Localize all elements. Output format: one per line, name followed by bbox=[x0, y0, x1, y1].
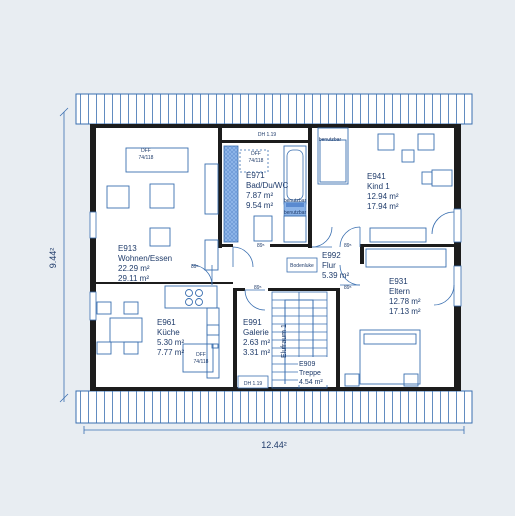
room-e961-area2: 7.77 m² bbox=[157, 348, 184, 357]
width-dimension: 12.44² bbox=[261, 440, 287, 450]
dh-box-bottom bbox=[237, 375, 269, 389]
roof-bottom bbox=[75, 390, 473, 424]
room-e941-area1: 12.94 m² bbox=[367, 192, 399, 201]
dh-label-top: DH 1.19 bbox=[258, 132, 277, 138]
roof-top bbox=[75, 93, 473, 125]
room-e961-id: E961 bbox=[157, 318, 176, 327]
room-e961-name: Küche bbox=[157, 328, 180, 337]
height-dimension: 9.44² bbox=[48, 248, 58, 269]
room-e909-name: Treppe bbox=[299, 370, 321, 377]
room-e961-area1: 5.30 m² bbox=[157, 338, 184, 347]
room-e913-id: E913 bbox=[118, 244, 137, 253]
treppe-label-bg bbox=[298, 357, 328, 385]
room-e991-area2: 3.31 m² bbox=[243, 348, 270, 357]
door-swings bbox=[191, 211, 455, 311]
windows bbox=[89, 208, 462, 321]
bathroom-fixtures bbox=[223, 145, 307, 243]
room-e971-id: E971 bbox=[246, 171, 265, 180]
room-e941-name: Kind 1 bbox=[367, 182, 390, 191]
room-e909-area1: 4.54 m² bbox=[299, 379, 323, 386]
room-e991-name: Galerie bbox=[243, 328, 269, 337]
room-e992-name: Flur bbox=[322, 261, 336, 270]
bath-tag-1: benutzbar bbox=[284, 198, 307, 204]
dh-box-top bbox=[240, 130, 280, 140]
dff-size-3: 74/118 bbox=[194, 359, 209, 365]
room-e941-id: E941 bbox=[367, 172, 386, 181]
room-e931-name: Eltern bbox=[389, 287, 410, 296]
bath-tag-3: benutzbar bbox=[319, 137, 342, 143]
room-e931-id: E931 bbox=[389, 277, 408, 286]
door-label-4: 89⁵ bbox=[344, 285, 352, 291]
bath-tag-2: benutzbar bbox=[284, 210, 307, 216]
room-e913-area2: 29.11 m² bbox=[118, 274, 149, 283]
room-e931-area1: 12.78 m² bbox=[389, 297, 421, 306]
dff-label-1: DFF bbox=[141, 148, 151, 154]
room-e991-id: E991 bbox=[243, 318, 262, 327]
aufzug-label: Elufraum 1 bbox=[281, 324, 288, 358]
dff-size-1: 74/118 bbox=[139, 155, 154, 161]
door-label-3: 89⁵ bbox=[191, 264, 199, 270]
room-e992-id: E992 bbox=[322, 251, 341, 260]
dimension-lines bbox=[59, 107, 465, 434]
eltern-furniture bbox=[344, 248, 447, 387]
room-e931-area2: 17.13 m² bbox=[389, 307, 421, 316]
kitchen-furniture bbox=[96, 285, 220, 379]
bodenluke-box bbox=[286, 257, 318, 273]
room-e971-area2: 9.54 m² bbox=[246, 201, 273, 210]
living-furniture bbox=[106, 147, 219, 271]
dff-size-2: 74/118 bbox=[249, 158, 264, 164]
door-label-1: 89⁵ bbox=[257, 243, 265, 249]
room-e971-name: Bad/Du/WC bbox=[246, 181, 288, 190]
room-e971-area1: 7.87 m² bbox=[246, 191, 273, 200]
kind1-furniture bbox=[317, 127, 453, 243]
interior-walls bbox=[92, 124, 460, 388]
dff-label-3: DFF bbox=[196, 352, 206, 358]
door-label-2: 89⁵ bbox=[344, 243, 352, 249]
room-e992-area1: 5.39 m² bbox=[322, 271, 349, 280]
room-e991-area1: 2.63 m² bbox=[243, 338, 270, 347]
dh-label-bottom: DH 1.19 bbox=[244, 381, 263, 387]
room-e941-area2: 17.94 m² bbox=[367, 202, 399, 211]
bodenluke-label: Bodenluke bbox=[290, 263, 314, 269]
room-e913-name: Wohnen/Essen bbox=[118, 254, 172, 263]
room-e909-id: E909 bbox=[299, 361, 315, 368]
floor-area bbox=[92, 124, 460, 391]
exterior-walls bbox=[90, 124, 461, 391]
room-e913-area1: 22.29 m² bbox=[118, 264, 150, 273]
door-label-5: 89⁵ bbox=[254, 285, 262, 291]
dff-label-2: DFF bbox=[251, 151, 261, 157]
